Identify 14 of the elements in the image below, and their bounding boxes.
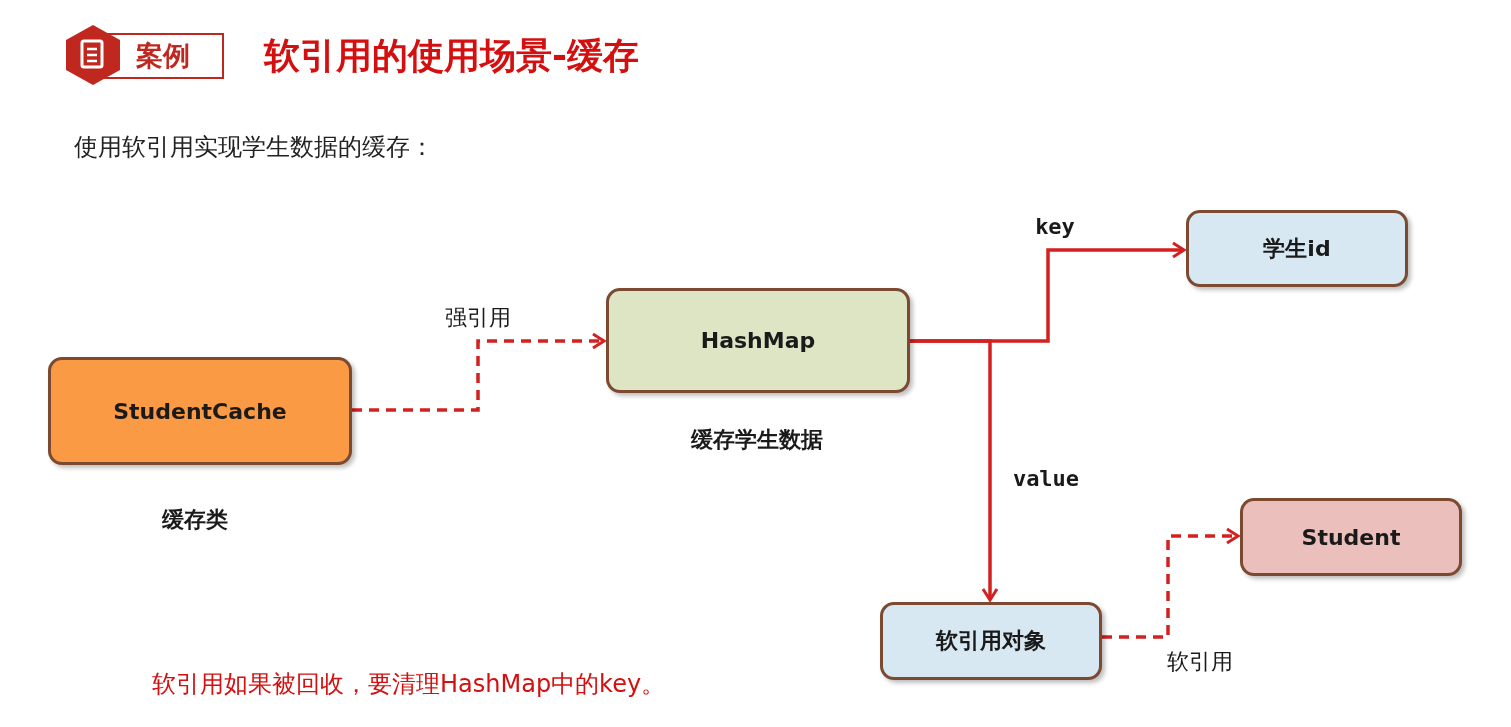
process-box: 软引用对象: [880, 602, 1102, 680]
process-box: Student: [1240, 498, 1462, 576]
caption-text: 缓存类: [162, 506, 228, 534]
arrow: [1102, 527, 1240, 639]
caption-text: 缓存学生数据: [691, 426, 823, 454]
note-text: 软引用如果被回收，要清理HashMap中的key。: [152, 669, 666, 700]
arrow: [910, 339, 999, 602]
arrow: [352, 332, 606, 412]
process-box: StudentCache: [48, 357, 352, 465]
title: 软引用的使用场景-缓存: [264, 34, 639, 78]
process-box: 学生id: [1186, 210, 1408, 287]
process-box: HashMap: [606, 288, 910, 393]
intro-text: 使用软引用实现学生数据的缓存：: [74, 132, 434, 163]
tag-label: 案例: [104, 33, 224, 79]
